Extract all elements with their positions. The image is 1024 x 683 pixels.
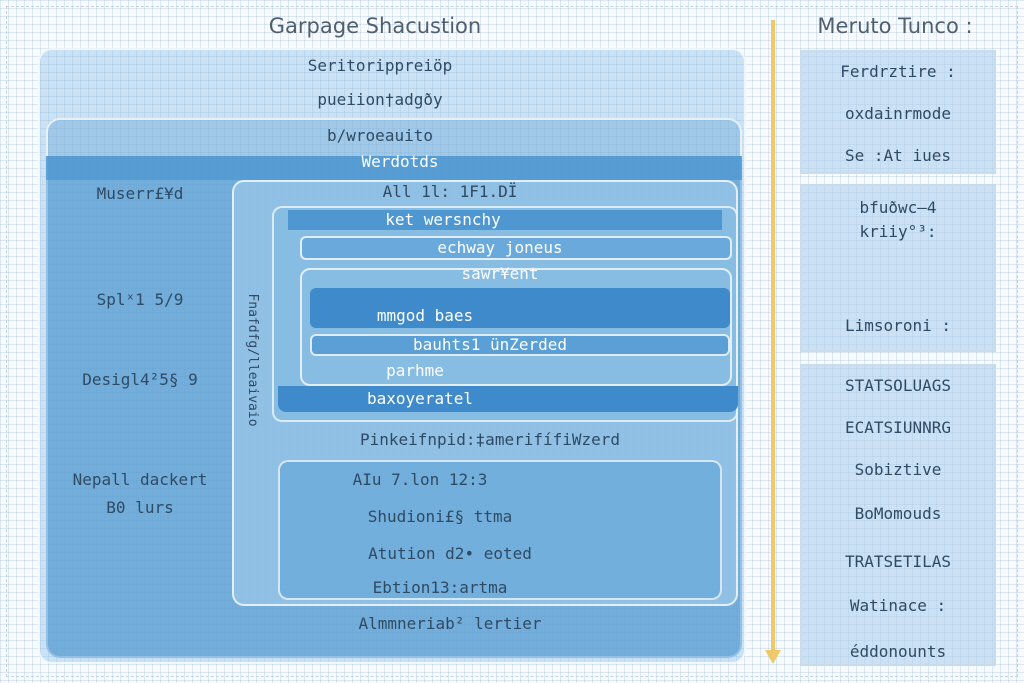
group3-item-2: ECATSIUNNRG <box>845 418 951 437</box>
lower-container <box>278 460 722 600</box>
lower-item-3: Atution d2• eoted <box>368 544 532 563</box>
bar-7 <box>278 386 738 412</box>
page-frame <box>6 6 1018 677</box>
diagram-title: Garpage Shacustion <box>268 14 482 38</box>
panel-group-3: STATSOLUAGS ECATSIUNNRG Sobiztive BoMomo… <box>800 364 996 666</box>
bar-1-label: ket wersnchy <box>385 210 501 229</box>
group1-item-2: oxdainrmode <box>845 104 951 123</box>
band-label: Werdotds <box>361 152 439 171</box>
group2-item-1: bfuðwc–4 <box>859 198 937 217</box>
group3-item-7: éddonounts <box>849 642 947 661</box>
vertical-label: Fnafdfg/lleaivaio <box>245 293 260 427</box>
group2-item-2: kriiy°³: <box>859 222 937 241</box>
inner-head: All 1l: 1F1.DÏ <box>382 182 518 201</box>
lower-item-1: AIu 7.lon 12:3 <box>352 470 488 489</box>
bar-6-label: parhme <box>386 361 444 380</box>
bar-2 <box>300 236 732 260</box>
side-label-5: B0 lurs <box>106 498 174 517</box>
outer-label-1: Seritorippreiöp <box>307 56 453 75</box>
outer-label-2: pueiion†adgðy <box>317 90 443 109</box>
side-label-4: Nepall dackert <box>72 470 208 489</box>
group3-item-3: Sobiztive <box>854 460 942 479</box>
mid-label: Pinkeifnpid:‡amerifífiWzerd <box>359 430 621 449</box>
vertical-arrow-shaft <box>771 20 775 656</box>
side-label-1: Muserr£¥d <box>96 184 184 203</box>
arrow-down-icon <box>765 650 781 664</box>
group2-item-3: Limsoroni : <box>845 316 951 335</box>
group3-item-6: Watinace : <box>849 596 947 615</box>
lower-item-4: Ebtion13:artma <box>372 578 508 597</box>
group3-item-1: STATSOLUAGS <box>845 376 951 395</box>
panel-group-2: bfuðwc–4 kriiy°³: Limsoroni : <box>800 184 996 352</box>
bar-1 <box>288 210 722 230</box>
bar-5-label: bauhts1 ünZerded <box>412 335 568 354</box>
bar-2-label: echway joneus <box>437 238 563 257</box>
side-label-3: Desigl4²5§ 9 <box>82 370 198 389</box>
side-label-2: Splˣ1 5/9 <box>96 290 184 309</box>
group1-item-1: Ferdrztire : <box>840 62 956 81</box>
level1-label: b/wroeauito <box>327 126 433 145</box>
bottom-label: Almmneriab² lertier <box>358 614 542 633</box>
panel-group-1: Ferdrztire : oxdainrmode Se :At iues <box>800 50 996 174</box>
group3-item-4: BoMomouds <box>854 504 942 523</box>
group3-item-5: TRATSETILAS <box>845 552 951 571</box>
nested-inner-box <box>300 268 732 386</box>
bar-4-label: mmgod baes <box>376 306 474 325</box>
bar-4 <box>310 288 730 328</box>
bar-5 <box>310 334 730 356</box>
bar-7-label: baxoyeratel <box>367 389 473 408</box>
group1-item-3: Se :At iues <box>845 146 951 165</box>
panel-title: Meruto Tunco : <box>817 14 973 38</box>
lower-item-2: Shudioni£§ ttma <box>367 507 513 526</box>
band-header <box>46 156 742 180</box>
